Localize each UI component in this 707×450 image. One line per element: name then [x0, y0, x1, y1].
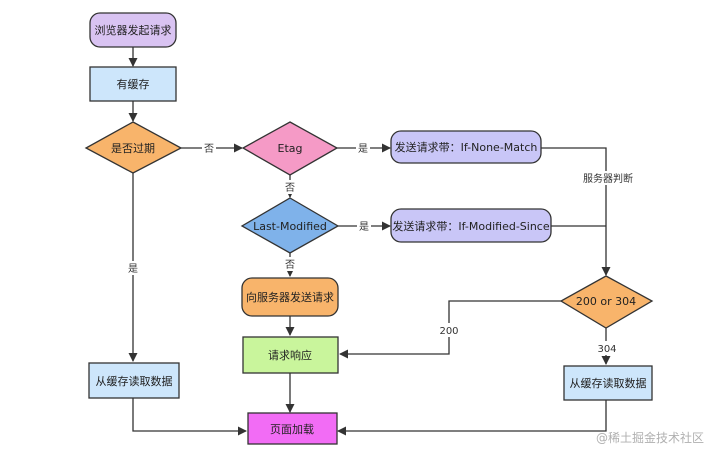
- edge-labels: 否 是 否 是 否 是 服务器判断 200 304: [126, 141, 636, 355]
- node-label-is-expired: 是否过期: [111, 142, 155, 155]
- edge-label-yes-etag: 是: [358, 143, 368, 155]
- edge-label-no-expired: 否: [204, 143, 214, 155]
- node-label-read-cache-left: 从缓存读取数据: [96, 374, 173, 388]
- node-if-modified-since: 发送请求带：If-Modified-Since: [390, 208, 552, 243]
- edge-label-yes-lastmodified: 是: [359, 221, 369, 233]
- node-label-last-modified: Last-Modified: [253, 220, 327, 233]
- node-is-expired: 是否过期: [84, 121, 183, 174]
- watermark: @稀土掘金技术社区: [596, 430, 704, 445]
- node-label-request-response: 请求响应: [268, 348, 312, 362]
- node-has-cache: 有缓存: [89, 66, 177, 102]
- node-if-none-match: 发送请求带：If-None-Match: [390, 130, 542, 164]
- node-browser-request: 浏览器发起请求: [89, 12, 177, 48]
- edge-readcache-right-to-pageload: [337, 400, 607, 436]
- node-send-to-server: 向服务器发送请求: [241, 277, 339, 317]
- node-read-cache-left: 从缓存读取数据: [88, 362, 180, 399]
- node-page-load: 页面加载: [247, 412, 338, 445]
- edge-label-200: 200: [439, 326, 458, 337]
- node-label-etag: Etag: [278, 142, 303, 155]
- node-label-if-none-match: 发送请求带：If-None-Match: [395, 140, 538, 154]
- edge-label-yes-expired: 是: [128, 263, 138, 275]
- edge-label-no-lastmodified: 否: [285, 259, 295, 271]
- node-request-response: 请求响应: [242, 336, 339, 374]
- node-label-browser-request: 浏览器发起请求: [95, 23, 172, 37]
- edge-readcache-to-pageload: [132, 398, 247, 436]
- edge-ifnonematch-to-status: [541, 147, 611, 276]
- node-label-has-cache: 有缓存: [117, 77, 150, 91]
- edge-label-304: 304: [597, 344, 616, 355]
- node-label-if-modified-since: 发送请求带：If-Modified-Since: [392, 219, 549, 233]
- node-read-cache-right: 从缓存读取数据: [563, 365, 653, 401]
- node-last-modified: Last-Modified: [240, 197, 340, 254]
- node-label-page-load: 页面加载: [270, 423, 314, 436]
- node-status-200-304: 200 or 304: [559, 275, 654, 329]
- node-label-read-cache-right: 从缓存读取数据: [570, 376, 647, 390]
- node-etag: Etag: [241, 121, 339, 176]
- edge-label-no-etag: 否: [285, 182, 295, 194]
- node-label-send-to-server: 向服务器发送请求: [246, 290, 334, 304]
- edge-label-server-judge: 服务器判断: [583, 172, 633, 185]
- node-label-status-200-304: 200 or 304: [576, 295, 636, 308]
